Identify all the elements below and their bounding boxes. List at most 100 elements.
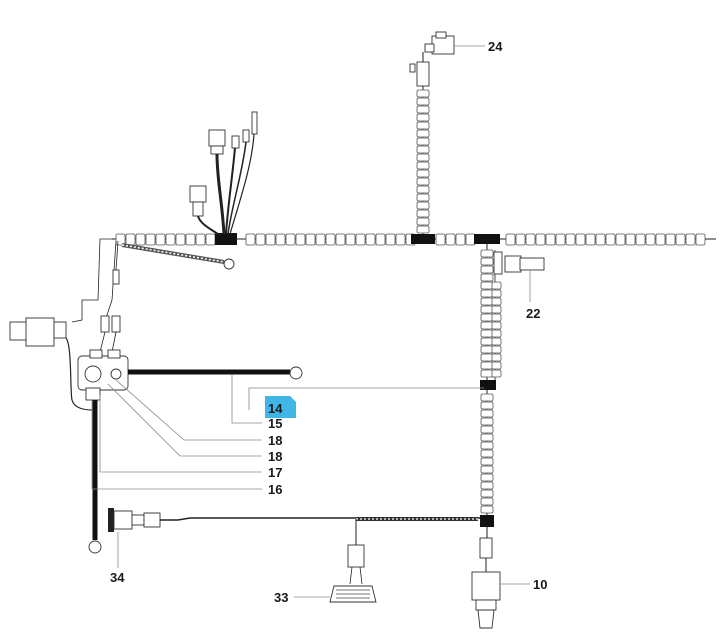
harness-sleeve-segment [491,313,502,322]
harness-sleeve-segment [416,129,430,138]
harness-sleeve-segment [416,97,430,106]
harness-sleeve-segment [345,233,356,246]
harness-sleeve-segment [480,433,494,442]
harness-sleeve-segment [185,233,196,246]
main-harness-trunk [112,233,716,246]
harness-sleeve-segment [480,441,494,450]
harness-sleeve-segment [335,233,346,246]
part-33-connector [294,519,377,603]
accessory-cable [160,517,480,521]
harness-sleeve-segment [480,313,494,322]
harness-sleeve-segment [491,289,502,298]
harness-sleeve-segment [480,321,494,330]
trunk-clamp-right [474,234,500,244]
harness-sleeve-segment [685,233,696,246]
part-34-socket [108,508,161,568]
harness-sleeve-segment [480,457,494,466]
harness-sleeve-segment [491,353,502,362]
harness-sleeve-segment [615,233,626,246]
harness-sleeve-segment [416,145,430,154]
harness-sleeve-segment [605,233,616,246]
harness-sleeve-segment [491,281,502,290]
harness-sleeve-segment [675,233,686,246]
harness-sleeve-segment [416,161,430,170]
callout-18-upper: 18 [268,433,282,448]
harness-sleeve-segment [416,217,430,226]
upper-branch-harness [416,80,430,239]
harness-sleeve-segment [655,233,666,246]
harness-sleeve-segment [255,233,266,246]
harness-sleeve-segment [365,233,376,246]
harness-sleeve-segment [491,369,502,378]
callout-15: 15 [268,416,282,431]
harness-sleeve-segment [565,233,576,246]
harness-sleeve-segment [416,201,430,210]
harness-sleeve-segment [480,361,494,370]
harness-sleeve-segment [480,345,494,354]
callout-16: 16 [268,482,282,497]
harness-sleeve-segment [480,505,494,514]
harness-sleeve-segment [545,233,556,246]
harness-sleeve-segment [195,233,206,246]
harness-sleeve-segment [416,105,430,114]
left-relay-connector [9,317,93,411]
harness-sleeve-segment [480,369,494,378]
harness-sleeve-segment [491,329,502,338]
harness-sleeve-segment [416,89,430,98]
harness-sleeve-segment [265,233,276,246]
harness-sleeve-segment [525,233,536,246]
harness-sleeve-segment [385,233,396,246]
harness-sleeve-segment [480,481,494,490]
harness-sleeve-segment [355,233,366,246]
harness-sleeve-segment [480,289,494,298]
harness-sleeve-segment [491,297,502,306]
harness-sleeve-segment [480,393,494,402]
harness-sleeve-segment [505,233,516,246]
harness-sleeve-segment [325,233,336,246]
harness-sleeve-segment [295,233,306,246]
harness-sleeve-segment [491,321,502,330]
harness-sleeve-segment [315,233,326,246]
harness-sleeve-segment [445,233,456,246]
harness-sleeve-segment [515,233,526,246]
harness-sleeve-segment [480,425,494,434]
harness-sleeve-segment [480,273,494,282]
harness-sleeve-segment [491,345,502,354]
harness-sleeve-segment [665,233,676,246]
harness-sleeve-segment [595,233,606,246]
left-thin-wires [71,238,121,353]
harness-sleeve-segment [480,489,494,498]
battery-cable-ground [88,400,102,554]
harness-sleeve-segment [416,209,430,218]
harness-sleeve-segment [245,233,256,246]
part-24-connector [409,31,485,87]
lower-branch-clamp [480,515,494,527]
harness-sleeve-segment [480,465,494,474]
harness-sleeve-segment [416,113,430,122]
upper-left-connectors [189,111,258,235]
harness-sleeve-segment [480,305,494,314]
harness-sleeve-segment [305,233,316,246]
callout-14-highlight [265,396,296,418]
harness-sleeve-segment [480,401,494,410]
harness-sleeve-segment [480,329,494,338]
harness-sleeve-segment [491,305,502,314]
harness-sleeve-segment [480,409,494,418]
callout-14: 14 [268,401,283,416]
trunk-clamp-middle [411,234,435,244]
callout-18-lower: 18 [268,449,282,464]
harness-sleeve-segment [165,233,176,246]
harness-sleeve-segment [135,233,146,246]
battery-cable-positive [128,366,303,380]
harness-sleeve-segment [480,417,494,426]
harness-sleeve-segment [480,449,494,458]
harness-sleeve-segment [416,169,430,178]
harness-sleeve-segment [695,233,706,246]
harness-sleeve-segment [416,137,430,146]
harness-sleeve-segment [635,233,646,246]
harness-sleeve-segment [435,233,446,246]
harness-sleeve-segment [275,233,286,246]
harness-sleeve-segment [416,185,430,194]
harness-sleeve-segment [285,233,296,246]
harness-sleeve-segment [416,121,430,130]
